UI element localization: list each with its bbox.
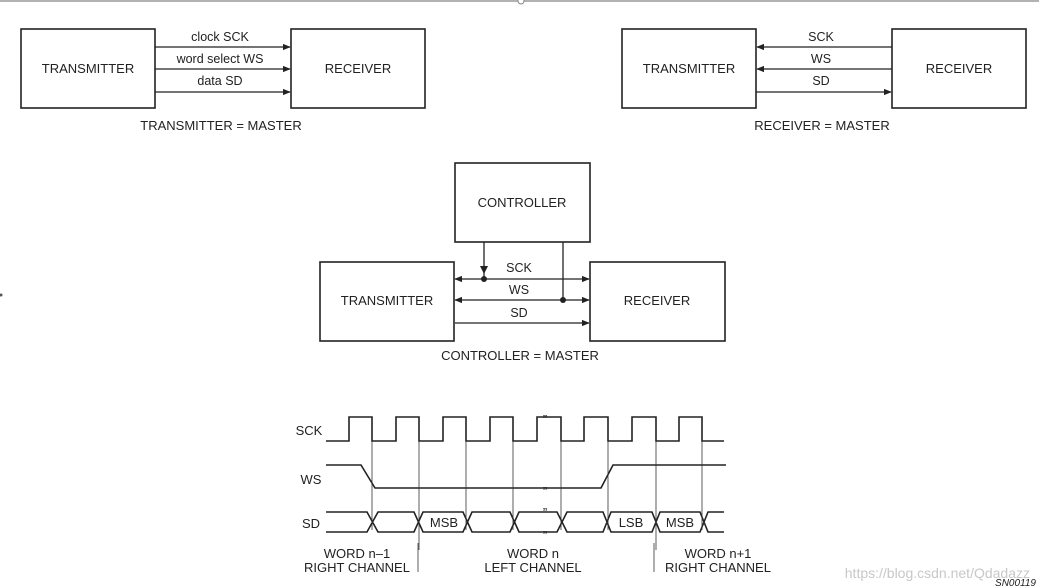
config-controller-master: CONTROLLER TRANSMITTER RECEIVER SCK WS S… [319, 162, 726, 363]
ws-signal-label: WS [811, 52, 831, 66]
config-caption: TRANSMITTER = MASTER [140, 118, 301, 133]
ws-signal-label: WS [509, 283, 529, 297]
receiver-label: RECEIVER [325, 61, 391, 76]
config-transmitter-master: TRANSMITTER RECEIVER clock SCK word sele… [20, 28, 426, 133]
watermark-text: https://blog.csdn.net/Qdadazz [845, 565, 1030, 581]
sck-signal-label: clock SCK [191, 30, 249, 44]
sd-waveform [326, 511, 724, 533]
controller-sck-arrowhead [480, 266, 488, 274]
sd-break-mark-lower: ” [543, 528, 547, 543]
word-current-line2: LEFT CHANNEL [484, 560, 581, 575]
sck-row-label: SCK [296, 423, 323, 438]
sck-signal-label: SCK [808, 30, 834, 44]
left-edge-mark [0, 293, 3, 297]
controller-box [454, 162, 591, 243]
top-frame-knob [517, 0, 525, 5]
sd-lsb-label: LSB [619, 515, 644, 530]
config-caption: CONTROLLER = MASTER [441, 348, 599, 363]
receiver-label: RECEIVER [926, 61, 992, 76]
receiver-box [290, 28, 426, 109]
word-current-line1: WORD n [507, 546, 559, 561]
timing-diagram: SCK WS SD MSB LSB MSB ” ” ” ” WORD n–1 R… [296, 412, 771, 575]
sck-junction-dot [481, 276, 487, 282]
sd-signal-label: data SD [197, 74, 242, 88]
receiver-box [589, 261, 726, 342]
sd-break-mark-upper: ” [543, 505, 547, 520]
transmitter-box [621, 28, 757, 109]
transmitter-label: TRANSMITTER [341, 293, 433, 308]
word-prev-line1: WORD n–1 [324, 546, 390, 561]
ws-signal-label: word select WS [176, 52, 264, 66]
sd-msb-next-label: MSB [666, 515, 694, 530]
sd-signal-label: SD [812, 74, 829, 88]
config-receiver-master: TRANSMITTER RECEIVER SCK WS SD RECEIVER … [621, 28, 1027, 133]
sd-signal-label: SD [510, 306, 527, 320]
ws-break-mark: ” [543, 484, 547, 499]
transmitter-label: TRANSMITTER [643, 61, 735, 76]
sd-row-label: SD [302, 516, 320, 531]
word-next-line2: RIGHT CHANNEL [665, 560, 771, 575]
sck-signal-label: SCK [506, 261, 532, 275]
word-prev-line2: RIGHT CHANNEL [304, 560, 410, 575]
sck-waveform [326, 416, 724, 442]
word-next-line1: WORD n+1 [685, 546, 752, 561]
transmitter-box [319, 261, 455, 342]
receiver-label: RECEIVER [624, 293, 690, 308]
sck-break-mark: ” [543, 412, 547, 427]
ws-junction-dot [560, 297, 566, 303]
transmitter-label: TRANSMITTER [42, 61, 134, 76]
ws-waveform [326, 464, 726, 489]
sd-msb-label: MSB [430, 515, 458, 530]
ws-row-label: WS [301, 472, 322, 487]
controller-label: CONTROLLER [478, 195, 567, 210]
config-caption: RECEIVER = MASTER [754, 118, 889, 133]
figure-code: SN00119 [995, 578, 1036, 588]
